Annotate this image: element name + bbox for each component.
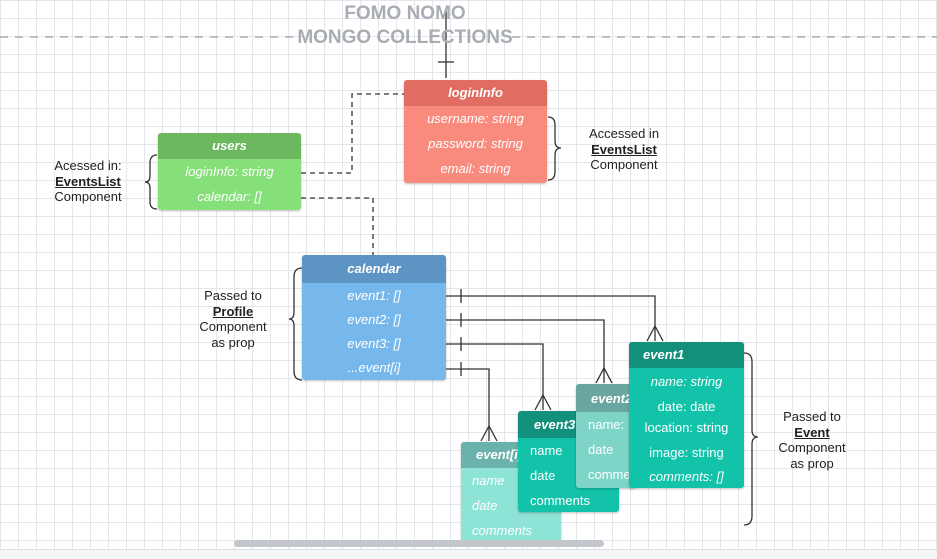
entity-field: event3: [] xyxy=(347,336,401,351)
connector-users-calendar xyxy=(301,197,374,256)
brace-users xyxy=(144,154,158,210)
entity-field: date xyxy=(530,468,556,483)
canvas-bottom-bar xyxy=(0,549,937,559)
entity-calendar-header: calendar xyxy=(302,255,446,283)
connector-calendar-event1 xyxy=(446,295,656,341)
entity-users[interactable]: users loginInfo: string calendar: [] xyxy=(158,133,301,210)
brace-event1 xyxy=(743,352,759,526)
connector-calendar-eventi xyxy=(446,368,490,441)
entity-logininfo[interactable]: loginInfo username: string password: str… xyxy=(404,80,547,183)
entity-field: date: date xyxy=(657,399,716,414)
entity-event1-header: event1 xyxy=(629,342,744,368)
connector-calendar-event3 xyxy=(446,343,544,410)
entity-field: name xyxy=(530,443,563,458)
entity-field: comments xyxy=(472,523,532,538)
entity-field: password: string xyxy=(428,136,523,151)
note-text: Accessed in xyxy=(588,126,660,141)
entity-field: location: string xyxy=(644,420,729,435)
entity-field: name: xyxy=(588,417,625,432)
note-text: Component xyxy=(590,157,658,172)
diagram-title: FOMO NOMO xyxy=(344,3,466,24)
connector-users-logininfo xyxy=(301,93,404,174)
entity-logininfo-header: loginInfo xyxy=(404,80,547,106)
connector-calendar-event2 xyxy=(446,319,605,383)
note-text: Component xyxy=(778,440,846,455)
note-component-name: Event xyxy=(794,424,830,440)
note-text: as prop xyxy=(790,455,834,471)
entity-field: date xyxy=(588,442,614,457)
entity-field: date xyxy=(472,498,498,513)
note-text: Component xyxy=(199,319,267,334)
note-component-name: EventsList xyxy=(55,173,121,189)
note-text: Acessed in: xyxy=(54,158,122,173)
note-event1: Passed to Event Component as prop xyxy=(767,409,857,471)
entity-event2[interactable]: event2 name: date comme xyxy=(576,384,636,488)
entity-field: name xyxy=(472,473,505,488)
entity-users-header: users xyxy=(158,133,301,159)
entity-calendar[interactable]: calendar event1: [] event2: [] event3: [… xyxy=(302,255,446,380)
entity-field: event1: [] xyxy=(347,288,401,303)
note-text: Passed to xyxy=(783,409,841,424)
brace-calendar xyxy=(288,267,303,381)
entity-field: calendar: [] xyxy=(197,189,262,204)
note-component-name: Profile xyxy=(212,303,254,319)
entity-field: username: string xyxy=(427,111,524,126)
entity-event2-header: event2 xyxy=(576,384,636,412)
entity-field: ...event[i] xyxy=(347,360,401,375)
diagram-subtitle: MONGO COLLECTIONS xyxy=(297,27,513,48)
entity-field: comments xyxy=(530,493,590,508)
entity-field: image: string xyxy=(649,445,724,460)
note-logininfo: Accessed in EventsList Component xyxy=(576,126,672,173)
entity-field: name: string xyxy=(650,374,723,389)
note-text: as prop xyxy=(211,334,255,350)
note-component-name: EventsList xyxy=(591,141,657,157)
note-users: Acessed in: EventsList Component xyxy=(40,158,136,205)
brace-logininfo xyxy=(547,116,562,181)
horizontal-scrollbar[interactable] xyxy=(234,540,604,547)
entity-event1[interactable]: event1 name: string date: date location:… xyxy=(629,342,744,488)
entity-field: loginInfo: string xyxy=(185,164,274,179)
note-calendar: Passed to Profile Component as prop xyxy=(188,288,278,350)
note-text: Passed to xyxy=(204,288,262,303)
entity-field: event2: [] xyxy=(347,312,401,327)
entity-field: comments: [] xyxy=(649,469,724,484)
note-text: Component xyxy=(54,189,122,204)
entity-field: email: string xyxy=(440,161,511,176)
entity-field: comme xyxy=(588,467,631,482)
